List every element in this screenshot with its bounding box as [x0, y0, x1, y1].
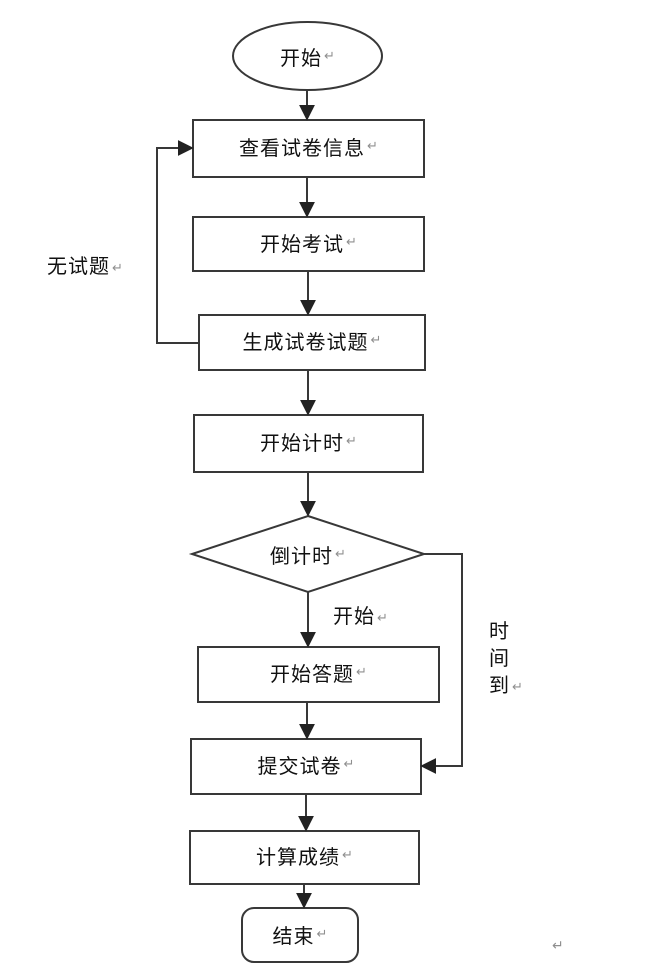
edge-no-questions-loop [156, 140, 199, 344]
end-terminator-shape [241, 907, 359, 963]
paragraph-mark: ↵ [552, 938, 564, 954]
process-box-start-answering [197, 646, 440, 703]
process-box-start-timer [193, 414, 424, 473]
start-terminator-shape [232, 21, 383, 91]
process-box-submit-paper [190, 738, 422, 795]
process-box-calc-score [189, 830, 420, 885]
process-box-view-paper-info [192, 119, 425, 178]
decision-diamond-countdown [188, 514, 428, 594]
process-box-start-exam [192, 216, 425, 272]
process-box-generate-questions [198, 314, 426, 371]
edge-time-up-branch [420, 553, 463, 774]
